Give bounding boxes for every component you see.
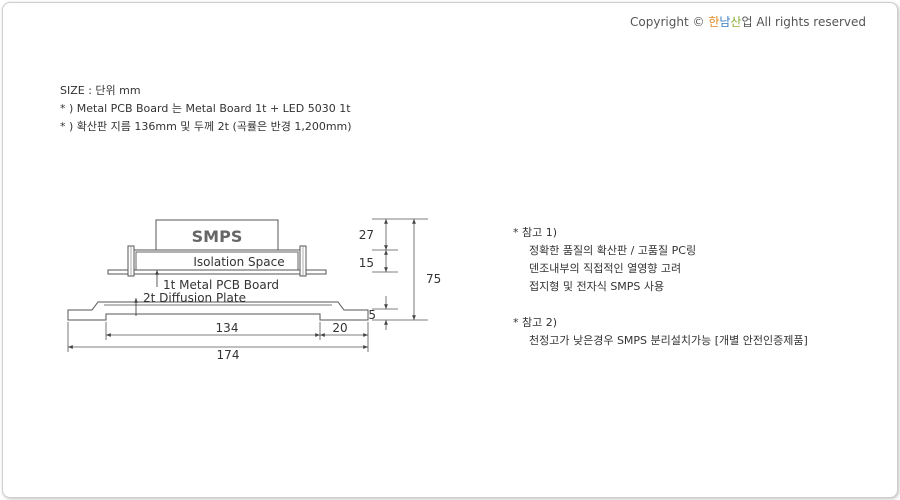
brand-char-3: 산 xyxy=(730,15,742,29)
diffusion-label: 2t Diffusion Plate xyxy=(143,291,246,305)
pcb-board xyxy=(107,269,327,275)
isolation-label: Isolation Space xyxy=(193,255,284,269)
dim-174: 174 xyxy=(217,348,240,362)
reference-1-item: 접지형 및 전자식 SMPS 사용 xyxy=(529,280,665,293)
smps-box xyxy=(155,219,279,251)
note-pcb-board: * ) Metal PCB Board 는 Metal Board 1t + L… xyxy=(60,102,351,115)
brand-char-4: 업 xyxy=(741,15,753,29)
brand-char-1: 한 xyxy=(708,15,720,29)
reference-spacer xyxy=(513,296,808,314)
smps-label: SMPS xyxy=(192,227,243,246)
horizontal-dimensions xyxy=(67,322,369,352)
brand-char-2: 남 xyxy=(719,15,731,29)
reference-2-item: 천정고가 낮은경우 SMPS 분리설치가능 [개별 안전인증제품] xyxy=(529,334,808,347)
dim-5: 5 xyxy=(368,308,376,322)
note-size-unit: SIZE : 단위 mm xyxy=(60,84,141,97)
dim-27: 27 xyxy=(359,228,374,242)
reference-1-heading: * 참고 1) xyxy=(513,226,558,239)
reference-2-heading: * 참고 2) xyxy=(513,316,558,329)
pcb-label: 1t Metal PCB Board xyxy=(163,278,279,292)
dim-20: 20 xyxy=(332,321,347,335)
reference-notes: * 참고 1) 정확한 품질의 확산판 / 고품질 PC링 덴조내부의 직접적인… xyxy=(513,224,808,350)
copyright-prefix: Copyright © xyxy=(630,15,709,29)
dim-75: 75 xyxy=(426,272,441,286)
vertical-dimensions xyxy=(372,218,428,330)
spec-notes: SIZE : 단위 mm * ) Metal PCB Board 는 Metal… xyxy=(60,82,352,136)
note-diffusion-plate: * ) 확산판 지름 136mm 및 두께 2t (곡률은 반경 1,200mm… xyxy=(60,120,352,133)
copyright-notice: Copyright © 한남산업 All rights reserved xyxy=(630,13,866,30)
dim-134: 134 xyxy=(216,321,239,335)
dim-15: 15 xyxy=(359,256,374,270)
reference-1-item: 덴조내부의 직접적인 열영향 고려 xyxy=(529,262,682,275)
reference-1-item: 정확한 품질의 확산판 / 고품질 PC링 xyxy=(529,244,697,257)
copyright-suffix: All rights reserved xyxy=(752,15,866,29)
housing-outline xyxy=(67,301,369,321)
